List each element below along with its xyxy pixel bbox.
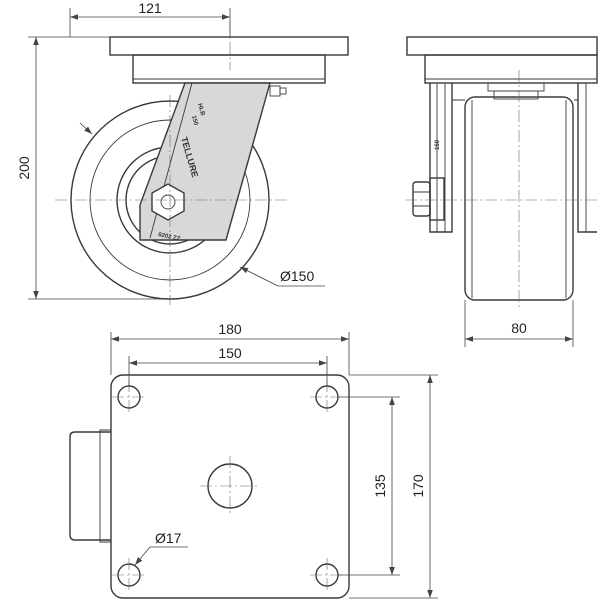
wheel-hub-text: 6202 ZZ — [158, 232, 181, 243]
front-fork-leg — [139, 82, 271, 241]
dim-hole-diameter: Ø17 — [155, 530, 182, 546]
side-view: 150 80 — [405, 36, 600, 347]
side-bracket-text: 150 — [435, 139, 441, 150]
dim-height: 200 — [16, 156, 32, 180]
front-view: HLB 150 TELLURE 6202 ZZ 121 200 Ø150 — [16, 0, 349, 305]
dim-wheel-width: 80 — [511, 320, 527, 336]
bracket-text-hlb: HLB — [196, 103, 205, 117]
side-top-plate — [406, 36, 598, 56]
grease-nipple — [269, 85, 287, 97]
top-view: 180 150 135 170 Ø17 — [69, 321, 438, 599]
dim-plate-length: 170 — [410, 474, 426, 498]
dim-hole-spacing-y: 135 — [372, 474, 388, 498]
dim-hole-spacing-x: 150 — [218, 345, 242, 361]
top-plate — [110, 374, 350, 599]
bracket-text-size: 150 — [190, 115, 199, 127]
dim-plate-width: 180 — [218, 321, 242, 337]
dim-wheel-diameter: Ø150 — [280, 268, 314, 284]
front-top-plate — [109, 36, 349, 56]
side-axle-nut — [412, 177, 445, 221]
side-fork-right — [577, 83, 597, 233]
side-fork-left — [429, 83, 453, 233]
top-wheel-outline — [69, 431, 111, 541]
dim-swivel-offset: 121 — [138, 0, 162, 16]
front-axle-nut — [151, 183, 185, 221]
